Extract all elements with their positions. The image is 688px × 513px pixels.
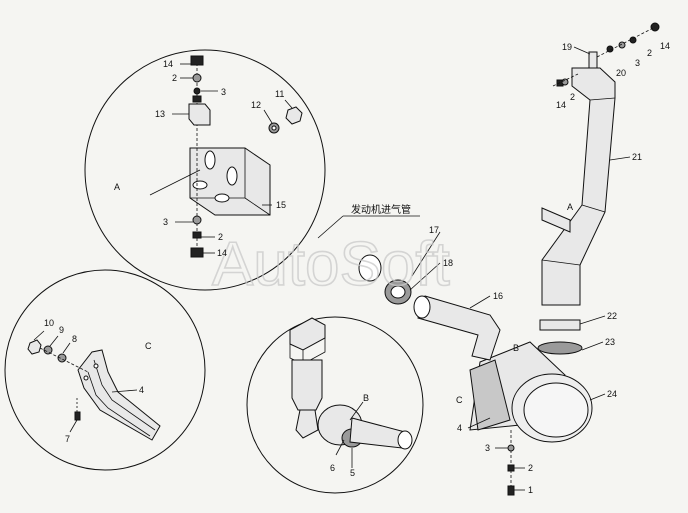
letter-b-main: B	[513, 343, 519, 353]
detail-circle-c	[4, 269, 206, 471]
callout-8: 8	[72, 334, 77, 344]
callout-17: 17	[429, 225, 439, 235]
callout-14: 14	[556, 100, 566, 110]
callout-14: 14	[163, 59, 173, 69]
callout-12: 12	[251, 100, 261, 110]
callout-7: 7	[65, 434, 70, 444]
callout-3: 3	[221, 87, 226, 97]
callout-labels: 14 2 3 13 12 11 15 3 2 14 10 9 8 4 7 6 5…	[44, 41, 670, 495]
letter-a-main: A	[567, 202, 573, 212]
watermark: AutoSoft	[212, 230, 450, 299]
callout-5: 5	[350, 468, 355, 478]
detail-circle-a	[84, 49, 326, 291]
callout-14: 14	[217, 248, 227, 258]
callout-2: 2	[647, 48, 652, 58]
callout-22: 22	[607, 311, 617, 321]
callout-3: 3	[163, 217, 168, 227]
callout-21: 21	[632, 152, 642, 162]
letter-a-detail: A	[114, 182, 120, 192]
callout-23: 23	[605, 337, 615, 347]
bolt-14-top	[190, 55, 204, 66]
callout-24: 24	[607, 389, 617, 399]
callout-10: 10	[44, 318, 54, 328]
intake-label: 发动机进气管	[351, 203, 411, 216]
letter-c-main: C	[456, 395, 463, 405]
callout-18: 18	[443, 258, 453, 268]
bracket-19	[588, 51, 598, 69]
callout-16: 16	[493, 291, 503, 301]
callout-3: 3	[485, 443, 490, 453]
callout-4: 4	[139, 385, 144, 395]
bracket-4	[77, 349, 161, 441]
detail-circle-b	[246, 316, 424, 494]
callout-20: 20	[616, 68, 626, 78]
callout-4: 4	[457, 423, 462, 433]
letter-b-detail: B	[363, 393, 369, 403]
callout-2: 2	[172, 73, 177, 83]
callout-2: 2	[218, 232, 223, 242]
main-assembly	[317, 22, 660, 496]
callout-11: 11	[275, 89, 284, 99]
intake-pipe-21	[541, 67, 616, 306]
callout-6: 6	[330, 463, 335, 473]
callout-2: 2	[528, 463, 533, 473]
callout-2: 2	[570, 92, 575, 102]
callout-1: 1	[528, 485, 533, 495]
callout-15: 15	[276, 200, 286, 210]
block-13	[188, 103, 211, 126]
callout-3: 3	[635, 58, 640, 68]
bolt-14-bottom	[190, 247, 204, 258]
letter-c-detail: C	[145, 341, 152, 351]
callout-13: 13	[155, 109, 165, 119]
callout-14: 14	[660, 41, 670, 51]
callout-9: 9	[59, 325, 64, 335]
callout-19: 19	[562, 42, 572, 52]
hose-16	[417, 295, 501, 361]
